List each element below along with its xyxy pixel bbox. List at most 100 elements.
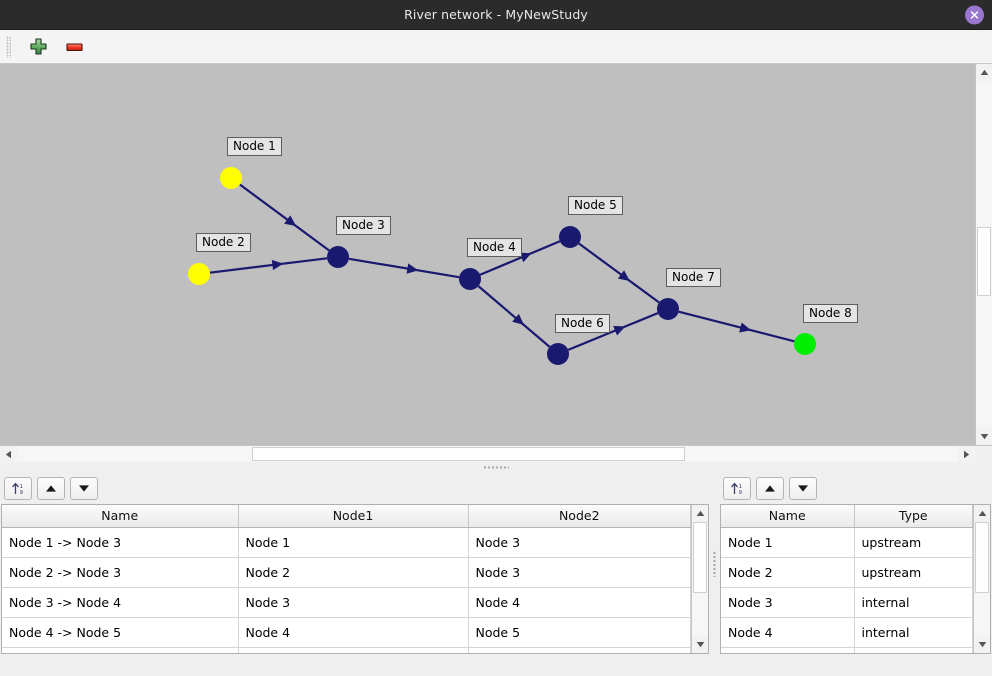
graph-edge[interactable] (209, 257, 328, 274)
graph-scroll-right-icon[interactable] (958, 446, 975, 463)
graph-scroll-left-icon[interactable] (0, 446, 17, 463)
table-cell[interactable] (721, 647, 855, 653)
graph-node-label[interactable]: Node 5 (568, 196, 623, 215)
vertical-splitter[interactable] (710, 472, 719, 656)
graph-node[interactable] (327, 246, 349, 268)
table-cell[interactable]: internal (854, 617, 973, 648)
reaches-vscroll-thumb[interactable] (693, 522, 707, 593)
graph-scroll-up-icon[interactable] (976, 64, 992, 81)
nodes-scroll-down-icon[interactable] (974, 636, 990, 653)
graph-edge[interactable] (477, 285, 551, 348)
table-cell[interactable]: Node 1 (721, 527, 855, 558)
table-cell[interactable]: Node 2 (721, 557, 855, 588)
reaches-vertical-scrollbar[interactable] (691, 505, 708, 653)
table-cell[interactable] (238, 647, 469, 653)
table-cell[interactable] (854, 647, 973, 653)
graph-edge[interactable] (479, 240, 561, 276)
graph-edge-arrow-icon (284, 215, 297, 227)
toolbar-drag-handle[interactable] (6, 35, 11, 58)
table-cell[interactable]: Node 4 (721, 617, 855, 648)
table-cell[interactable]: Node 2 (238, 557, 469, 588)
graph-node-label[interactable]: Node 8 (803, 304, 858, 323)
graph-hscroll-thumb[interactable] (252, 447, 686, 461)
nodes-scroll-up-icon[interactable] (974, 505, 990, 522)
graph-edge[interactable] (578, 242, 660, 304)
graph-node[interactable] (459, 268, 481, 290)
graph-node[interactable] (794, 333, 816, 355)
graph-vertical-scrollbar[interactable] (975, 64, 992, 445)
graph-node[interactable] (559, 226, 581, 248)
graph-node-label[interactable]: Node 7 (666, 268, 721, 287)
table-cell[interactable]: Node 5 (468, 617, 691, 648)
graph-canvas[interactable]: Node 1 Node 2 Node 3 Node 4 Node 5 Node 6 Node… (0, 64, 975, 445)
table-row-partial[interactable] (721, 647, 973, 653)
table-row-partial[interactable] (2, 647, 691, 653)
graph-node-label[interactable]: Node 1 (227, 137, 282, 156)
table-cell[interactable] (468, 647, 691, 653)
column-header-type[interactable]: Type (854, 505, 973, 528)
table-cell[interactable]: Node 2 -> Node 3 (2, 557, 239, 588)
horizontal-splitter[interactable] (0, 462, 992, 472)
reaches-scroll-up-icon[interactable] (692, 505, 708, 522)
scrollbar-corner (975, 446, 992, 463)
table-cell[interactable]: Node 3 (468, 557, 691, 588)
table-cell[interactable]: Node 1 -> Node 3 (2, 527, 239, 558)
table-cell[interactable]: internal (854, 587, 973, 618)
nodes-move-down-button[interactable] (789, 476, 817, 500)
graph-scroll-down-icon[interactable] (976, 428, 992, 445)
column-header-name[interactable]: Name (721, 505, 855, 528)
graph-node[interactable] (188, 263, 210, 285)
graph-node-label[interactable]: Node 4 (467, 238, 522, 257)
graph-node-label[interactable]: Node 6 (555, 314, 610, 333)
table-cell[interactable] (2, 647, 239, 653)
add-node-icon[interactable] (27, 36, 49, 58)
reaches-move-up-button[interactable] (37, 476, 65, 500)
graph-edge[interactable] (348, 257, 460, 279)
table-cell[interactable]: Node 3 -> Node 4 (2, 587, 239, 618)
graph-vscroll-track[interactable] (976, 81, 992, 428)
table-cell[interactable]: Node 4 (468, 587, 691, 618)
table-cell[interactable]: Node 1 (238, 527, 469, 558)
nodes-vscroll-track[interactable] (974, 522, 990, 636)
nodes-vertical-scrollbar[interactable] (973, 505, 990, 653)
table-cell[interactable]: Node 3 (238, 587, 469, 618)
vertical-splitter-grip-icon (713, 551, 716, 577)
column-header-node1[interactable]: Node1 (238, 505, 469, 528)
graph-horizontal-scrollbar[interactable] (0, 445, 992, 463)
table-cell[interactable]: Node 3 (721, 587, 855, 618)
column-header-node2[interactable]: Node2 (468, 505, 691, 528)
table-cell[interactable]: Node 4 -> Node 5 (2, 617, 239, 648)
graph-node[interactable] (547, 343, 569, 365)
column-header-name[interactable]: Name (2, 505, 239, 528)
nodes-move-up-button[interactable] (756, 476, 784, 500)
nodes-vscroll-thumb[interactable] (975, 522, 989, 593)
reaches-vscroll-track[interactable] (692, 522, 708, 636)
reaches-sort-button[interactable]: 1 9 (4, 476, 32, 500)
table-cell[interactable]: upstream (854, 527, 973, 558)
graph-node[interactable] (657, 298, 679, 320)
graph-edge[interactable] (239, 183, 330, 252)
graph-edge[interactable] (567, 312, 659, 351)
graph-node-label[interactable]: Node 2 (196, 233, 251, 252)
reaches-scroll-down-icon[interactable] (692, 636, 708, 653)
close-icon[interactable] (965, 5, 984, 24)
nodes-sort-button[interactable]: 1 9 (723, 476, 751, 500)
graph-edge[interactable] (678, 310, 795, 343)
table-cell[interactable]: Node 3 (468, 527, 691, 558)
reaches-move-down-button[interactable] (70, 476, 98, 500)
graph-hscroll-track[interactable] (17, 446, 958, 462)
graph-node-label[interactable]: Node 3 (336, 216, 391, 235)
graph-vscroll-thumb[interactable] (977, 226, 991, 297)
remove-node-icon[interactable] (63, 36, 85, 58)
table-cell[interactable]: upstream (854, 557, 973, 588)
table-cell[interactable]: Node 4 (238, 617, 469, 648)
graph-node[interactable] (220, 167, 242, 189)
